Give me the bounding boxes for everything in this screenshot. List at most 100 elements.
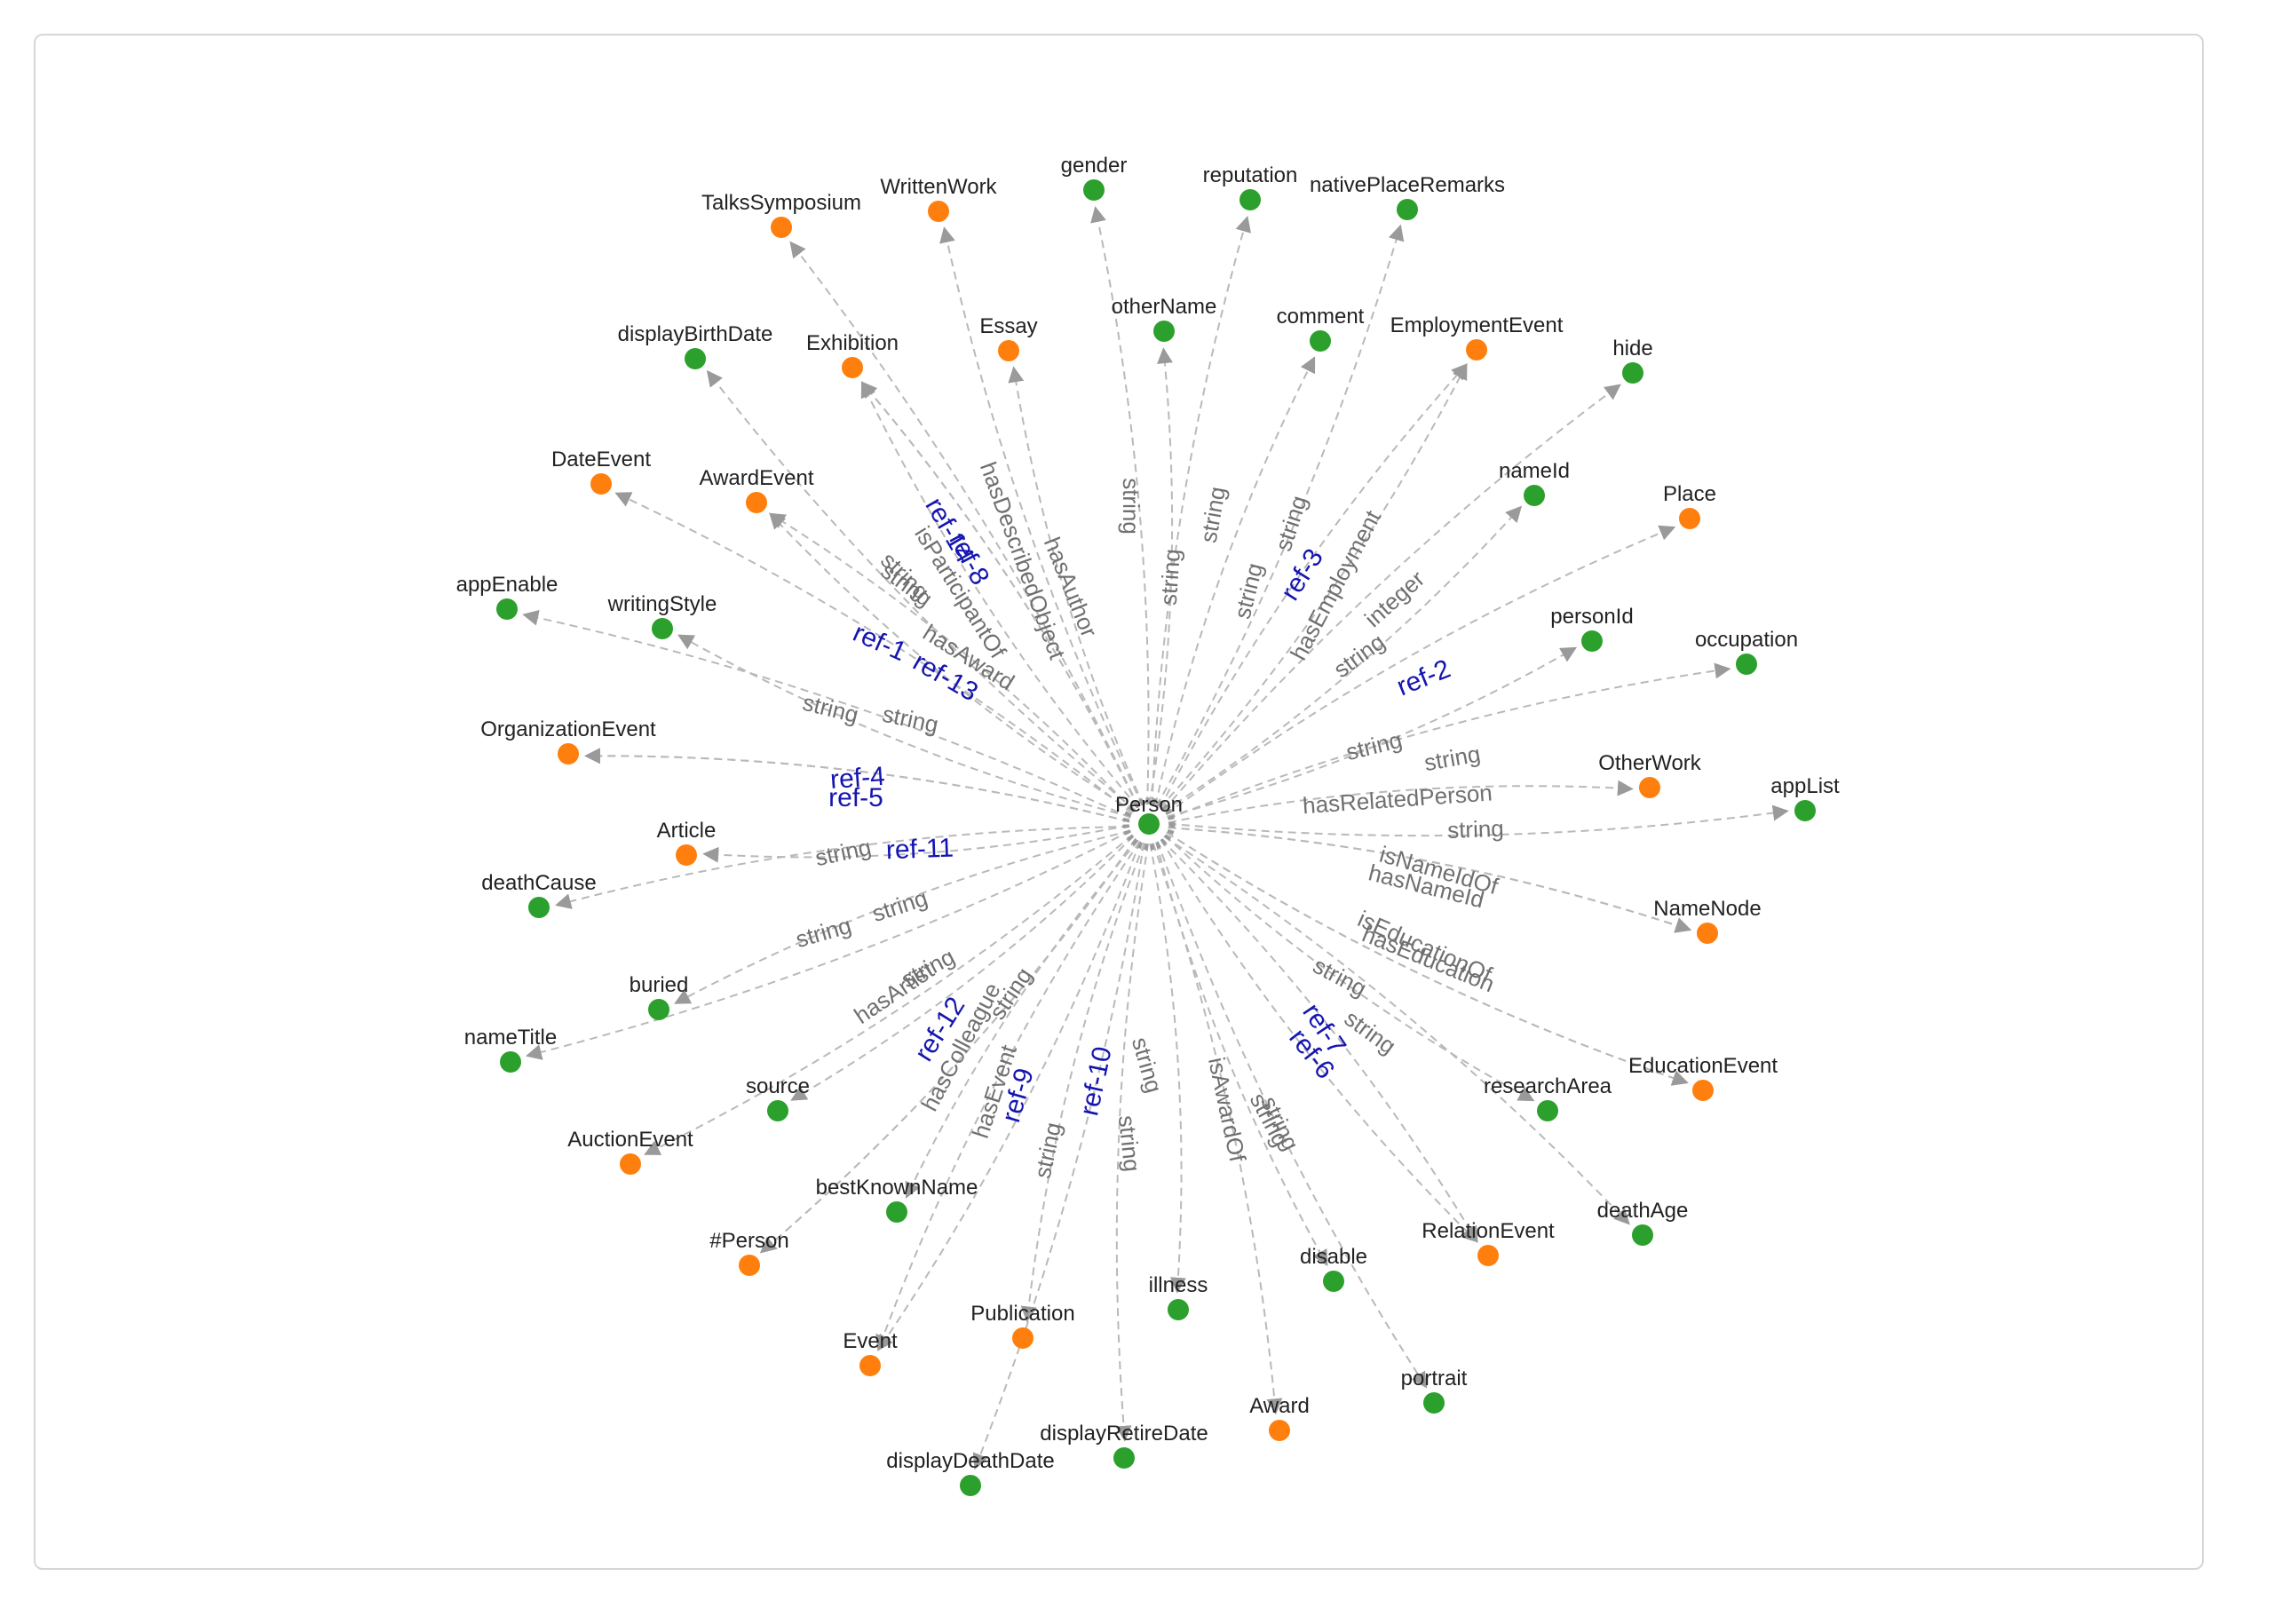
edge-ref-10-Publication[interactable]: [1020, 843, 1145, 1323]
node-dot[interactable]: [746, 492, 767, 513]
node-dot[interactable]: [739, 1255, 760, 1276]
edge-string-researchArea[interactable]: [1164, 835, 1535, 1102]
node-dot[interactable]: [676, 844, 697, 866]
node-writingStyle[interactable]: writingStyle: [607, 592, 717, 639]
edge-ref-14-TalksSymposium[interactable]: [789, 241, 1140, 808]
node-Essay[interactable]: Essay: [979, 314, 1038, 361]
edge-string-appList[interactable]: [1168, 804, 1789, 837]
node-Publication[interactable]: Publication: [970, 1302, 1075, 1349]
node-dot[interactable]: [1537, 1100, 1558, 1121]
node-dot[interactable]: [685, 348, 706, 369]
edge-string-reputation[interactable]: [1151, 215, 1251, 805]
node-displayRetireDate[interactable]: displayRetireDate: [1040, 1422, 1208, 1469]
edge-string-writingStyle[interactable]: [677, 634, 1131, 818]
node-AwardEvent[interactable]: AwardEvent: [700, 466, 814, 513]
node-portrait[interactable]: portrait: [1401, 1367, 1468, 1414]
edge-isAwardOf-Award[interactable]: [1152, 843, 1283, 1415]
edge-ref-3-EmploymentEvent[interactable]: [1159, 363, 1468, 809]
node-dot[interactable]: [652, 618, 673, 639]
edge-ref-8-Exhibition[interactable]: [860, 381, 1139, 809]
node-dot[interactable]: [1639, 777, 1660, 798]
node-dot[interactable]: [1323, 1271, 1344, 1292]
edge-ref-1-DateEvent[interactable]: [614, 492, 1133, 815]
edge-integer-hide[interactable]: [1162, 384, 1621, 812]
node-dot[interactable]: [1524, 485, 1545, 506]
edge-hasDescribedObject-WrittenWork[interactable]: [939, 226, 1144, 806]
edge-string-otherName[interactable]: [1148, 347, 1174, 805]
node-hide[interactable]: hide: [1612, 337, 1653, 384]
node-dot[interactable]: [528, 897, 550, 918]
edge-hasAward-AwardEvent[interactable]: [769, 512, 1135, 812]
node-hash-Person[interactable]: #Person: [709, 1229, 789, 1276]
edge-ref-6-RelationEvent[interactable]: [1160, 838, 1478, 1243]
node-dot[interactable]: [590, 473, 612, 495]
node-dot[interactable]: [1239, 189, 1261, 210]
node-Award[interactable]: Award: [1249, 1394, 1310, 1441]
node-AuctionEvent[interactable]: AuctionEvent: [567, 1128, 693, 1175]
node-gender[interactable]: gender: [1061, 154, 1128, 201]
node-dot[interactable]: [1423, 1392, 1445, 1414]
edge-ref-2-Place[interactable]: [1165, 525, 1676, 816]
node-deathAge[interactable]: deathAge: [1597, 1199, 1689, 1246]
node-dot[interactable]: [859, 1355, 881, 1376]
node-appList[interactable]: appList: [1770, 774, 1840, 821]
node-dot[interactable]: [1310, 330, 1331, 352]
node-illness[interactable]: illness: [1149, 1273, 1208, 1320]
edge-string-displayRetireDate[interactable]: [1115, 843, 1150, 1442]
edge-ref-7-RelationEvent[interactable]: [1160, 838, 1478, 1243]
edge-isNameIdOf-NameNode[interactable]: [1168, 827, 1692, 933]
node-deathCause[interactable]: deathCause: [481, 871, 597, 918]
edge-string-disable[interactable]: [1155, 842, 1328, 1267]
edge-hasRelatedPerson-OtherWork[interactable]: [1168, 780, 1634, 824]
node-dot[interactable]: [1397, 199, 1418, 220]
edge-hasEmployment-EmploymentEvent[interactable]: [1159, 362, 1468, 809]
node-Exhibition[interactable]: Exhibition: [806, 331, 899, 378]
edge-ref-5-OrganizationEvent[interactable]: [584, 748, 1130, 823]
node-dot[interactable]: [1168, 1299, 1189, 1320]
node-dot[interactable]: [1466, 339, 1487, 360]
node-appEnable[interactable]: appEnable: [456, 573, 558, 620]
node-Article[interactable]: Article: [657, 819, 717, 866]
node-dot[interactable]: [1113, 1447, 1135, 1469]
node-dot[interactable]: [842, 357, 863, 378]
node-dot[interactable]: [886, 1201, 907, 1223]
node-dot[interactable]: [998, 340, 1019, 361]
node-DateEvent[interactable]: DateEvent: [551, 448, 651, 495]
node-EducationEvent[interactable]: EducationEvent: [1628, 1054, 1778, 1101]
node-disable[interactable]: disable: [1300, 1245, 1367, 1292]
node-otherName[interactable]: otherName: [1112, 295, 1217, 342]
node-dot[interactable]: [1632, 1224, 1653, 1246]
node-nameTitle[interactable]: nameTitle: [464, 1026, 557, 1073]
edge-string-occupation[interactable]: [1167, 662, 1731, 820]
node-dot[interactable]: [1477, 1245, 1499, 1266]
edge-string-portrait[interactable]: [1156, 841, 1428, 1389]
edge-string-appEnable[interactable]: [522, 609, 1131, 819]
node-dot[interactable]: [1581, 630, 1603, 652]
node-bestKnownName[interactable]: bestKnownName: [816, 1176, 978, 1223]
edge-ref-12-hash-Person[interactable]: [760, 837, 1137, 1254]
node-OtherWork[interactable]: OtherWork: [1598, 751, 1702, 798]
node-RelationEvent[interactable]: RelationEvent: [1422, 1219, 1555, 1266]
node-EmploymentEvent[interactable]: EmploymentEvent: [1390, 313, 1564, 360]
node-occupation[interactable]: occupation: [1695, 628, 1798, 675]
node-dot[interactable]: [1622, 362, 1643, 384]
edge-hasArtist-AuctionEvent[interactable]: [644, 834, 1134, 1155]
node-dot[interactable]: [928, 201, 949, 222]
edge-string-Exhibition[interactable]: [860, 381, 1139, 809]
node-dot[interactable]: [1692, 1080, 1714, 1101]
node-dot[interactable]: [1269, 1420, 1290, 1441]
edge-string-gender[interactable]: [1090, 206, 1150, 805]
node-displayBirthDate[interactable]: displayBirthDate: [618, 322, 773, 369]
edge-string-deathAge[interactable]: [1163, 836, 1630, 1225]
edge-ref-9-Event[interactable]: [875, 841, 1141, 1351]
node-WrittenWork[interactable]: WrittenWork: [880, 175, 998, 222]
edge-string-buried[interactable]: [674, 829, 1131, 1004]
node-dot[interactable]: [620, 1153, 641, 1175]
node-comment[interactable]: comment: [1277, 305, 1365, 352]
node-dot[interactable]: [500, 1051, 521, 1073]
node-researchArea[interactable]: researchArea: [1484, 1074, 1612, 1121]
edge-hasAuthor-Essay[interactable]: [1008, 366, 1144, 806]
edge-ref-11-Article[interactable]: [702, 824, 1130, 863]
node-TalksSymposium[interactable]: TalksSymposium: [701, 191, 861, 238]
node-nativePlaceRemarks[interactable]: nativePlaceRemarks: [1310, 173, 1505, 220]
